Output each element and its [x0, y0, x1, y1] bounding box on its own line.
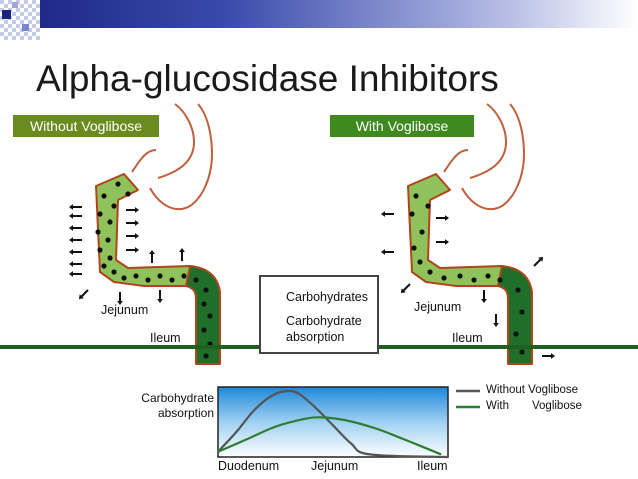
absorption-arrow [126, 247, 139, 253]
carbohydrate-dot [207, 313, 213, 319]
absorption-arrow [126, 220, 139, 226]
left-absorption-arrows [69, 204, 185, 305]
carbohydrate-dot [201, 301, 207, 307]
left-stomach [131, 103, 214, 211]
carbohydrate-dot [497, 277, 503, 283]
left-intestine-light [95, 173, 201, 287]
x-tick-jejunum: Jejunum [311, 459, 359, 473]
absorption-arrow [381, 211, 394, 217]
carbohydrate-dot [193, 277, 199, 283]
legend-voglibose-label: Voglibose [532, 400, 582, 412]
carbohydrate-dot [515, 287, 521, 293]
absorption-arrow [69, 225, 82, 231]
carbohydrate-dot [485, 273, 491, 279]
carbohydrate-dot [203, 287, 209, 293]
absorption-arrow [69, 249, 82, 255]
right-carbohydrate-dots [409, 193, 525, 355]
legend-without-label: Without Voglibose [486, 384, 579, 396]
with-voglibose-badge: With Voglibose [330, 115, 474, 137]
without-voglibose-badge: Without Voglibose [13, 115, 159, 137]
absorption-arrow [542, 353, 555, 359]
absorption-arrow [493, 314, 499, 327]
right-absorption-arrows [381, 211, 555, 359]
left-intestine-dark [185, 265, 221, 365]
legend-absorption-line2: absorption [286, 330, 345, 344]
carbohydrate-dot [203, 353, 209, 359]
slide-title: Alpha-glucosidase Inhibitors [36, 58, 499, 99]
absorption-arrow [436, 239, 449, 245]
carbohydrate-dot [513, 331, 519, 337]
chart-y-label: Carbohydrate absorption [141, 391, 214, 421]
carbohydrate-dot [441, 275, 447, 281]
legend-box [259, 275, 379, 354]
carbohydrate-dot [107, 219, 113, 225]
legend-absorption-line1: Carbohydrate [286, 314, 362, 328]
carbohydrate-dot [111, 203, 117, 209]
carbohydrate-dot [97, 211, 103, 217]
carbohydrate-dot [411, 245, 417, 251]
carbohydrate-dot [157, 273, 163, 279]
left-carbohydrate-dots [95, 181, 213, 359]
carbohydrate-dot [97, 247, 103, 253]
x-tick-ileum: Ileum [417, 459, 448, 473]
carbohydrate-dot [181, 273, 187, 279]
absorption-arrow [381, 249, 394, 255]
carbohydrate-dot [115, 181, 121, 187]
header-band [0, 0, 638, 40]
absorption-arrow [69, 237, 82, 243]
carbohydrate-dot [107, 255, 113, 261]
chart-plot-area [217, 386, 449, 458]
absorption-arrow [157, 290, 163, 303]
right-intestine-dark [497, 265, 533, 365]
absorption-arrow [69, 204, 82, 210]
carbohydrate-dot [413, 193, 419, 199]
legend-with-label: With [486, 400, 509, 412]
x-tick-duodenum: Duodenum [218, 459, 280, 473]
absorption-arrow [69, 213, 82, 219]
carbohydrate-dot [457, 273, 463, 279]
carbohydrate-dot [105, 237, 111, 243]
absorption-arrow [179, 248, 185, 261]
carbohydrate-dot [145, 277, 151, 283]
carbohydrate-dot [519, 309, 525, 315]
carbohydrate-dot [471, 277, 477, 283]
absorption-arrow [69, 261, 82, 267]
carbohydrate-dot [121, 275, 127, 281]
carbohydrate-dot [111, 269, 117, 275]
absorption-arrow [78, 289, 89, 300]
carbohydrate-dot [95, 229, 101, 235]
absorption-arrow [400, 283, 411, 294]
absorption-arrow [69, 271, 82, 277]
legend-carbohydrates: Carbohydrates [286, 290, 368, 304]
carbohydrate-dot [101, 193, 107, 199]
absorption-arrow [481, 290, 487, 303]
right-ileum-label: Ileum [452, 331, 483, 345]
carbohydrate-dot [201, 327, 207, 333]
chart-y-label-line2: absorption [157, 406, 214, 420]
absorption-arrow [533, 256, 544, 267]
carbohydrate-dot [133, 273, 139, 279]
carbohydrate-dot [409, 211, 415, 217]
carbohydrate-dot [169, 277, 175, 283]
curve-with-voglibose [217, 416, 442, 456]
carbohydrate-dot [417, 259, 423, 265]
curve-without-voglibose [217, 389, 449, 459]
carbohydrate-dot [427, 269, 433, 275]
carbohydrate-dot [125, 191, 131, 197]
absorption-arrow [126, 233, 139, 239]
carbohydrate-dot [519, 349, 525, 355]
chart-y-label-line1: Carbohydrate [141, 391, 214, 405]
left-jejunum-label: Jejunum [101, 303, 149, 317]
absorption-arrow [149, 250, 155, 263]
left-ileum-label: Ileum [150, 331, 181, 345]
carbohydrate-dot [101, 263, 107, 269]
carbohydrate-dot [419, 229, 425, 235]
absorption-arrow [126, 207, 139, 213]
absorption-arrow [117, 292, 123, 305]
carbohydrate-dot [425, 203, 431, 209]
absorption-arrow [436, 215, 449, 221]
right-jejunum-label: Jejunum [414, 300, 462, 314]
right-stomach [443, 103, 526, 211]
